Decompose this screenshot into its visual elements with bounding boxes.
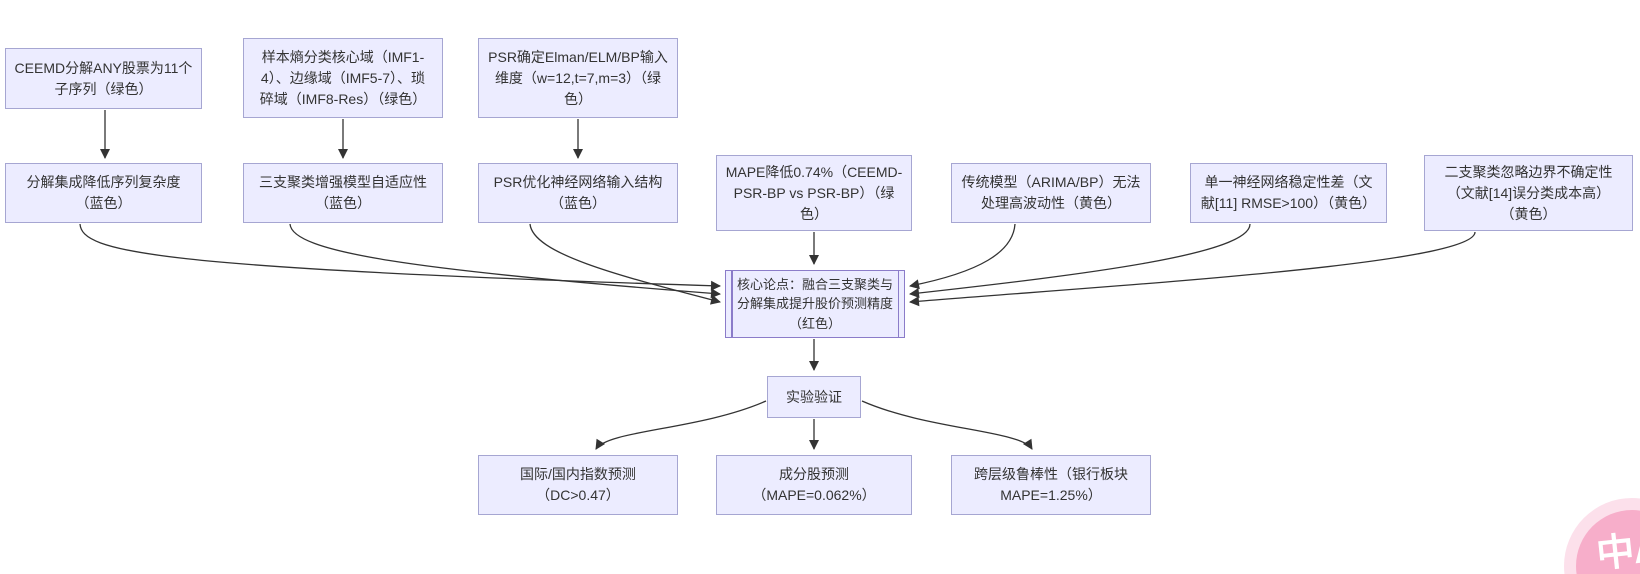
node-two-way-clustering-limitation: 二支聚类忽略边界不确定性 （文献[14]误分类成本高） （黄色） bbox=[1424, 155, 1633, 231]
node-index-prediction: 国际/国内指数预测 （DC>0.47） bbox=[478, 455, 678, 515]
node-core-thesis: 核心论点：融合三支聚类与 分解集成提升股价预测精度 （红色） bbox=[725, 270, 905, 338]
node-ceemd-decomposition: CEEMD分解ANY股票为11个 子序列（绿色） bbox=[5, 48, 202, 109]
node-psr-input-dimension: PSR确定Elman/ELM/BP输入 维度（w=12,t=7,m=3）（绿 色… bbox=[478, 38, 678, 118]
node-decomposition-reduces-complexity: 分解集成降低序列复杂度 （蓝色） bbox=[5, 163, 202, 223]
node-psr-optimizes-input-structure: PSR优化神经网络输入结构 （蓝色） bbox=[478, 163, 678, 223]
edge-b6-core bbox=[909, 223, 1251, 298]
node-traditional-model-limitation: 传统模型（ARIMA/BP）无法 处理高波动性（黄色） bbox=[951, 163, 1151, 223]
edge-b5-core bbox=[909, 223, 1016, 290]
node-sample-entropy-classification: 样本熵分类核心域（IMF1- 4）、边缘域（IMF5-7）、琐 碎域（IMF8-… bbox=[243, 38, 443, 118]
edge-b3-core bbox=[529, 223, 721, 305]
node-constituent-stock-prediction: 成分股预测 （MAPE=0.062%） bbox=[716, 455, 912, 515]
edge-exp-c1 bbox=[595, 400, 767, 450]
edge-b1-core bbox=[79, 223, 721, 291]
edge-exp-c3 bbox=[861, 400, 1033, 450]
node-three-way-clustering-adaptivity: 三支聚类增强模型自适应性 （蓝色） bbox=[243, 163, 443, 223]
edge-b7-core bbox=[909, 231, 1476, 307]
edge-b2-core bbox=[289, 223, 721, 299]
node-single-nn-instability: 单一神经网络稳定性差（文 献[11] RMSE>100）（黄色） bbox=[1190, 163, 1387, 223]
node-cross-level-robustness: 跨层级鲁棒性（银行板块 MAPE=1.25%） bbox=[951, 455, 1151, 515]
node-experiment-validation: 实验验证 bbox=[767, 376, 861, 418]
node-mape-reduction: MAPE降低0.74%（CEEMD- PSR-BP vs PSR-BP）（绿 色… bbox=[716, 155, 912, 231]
